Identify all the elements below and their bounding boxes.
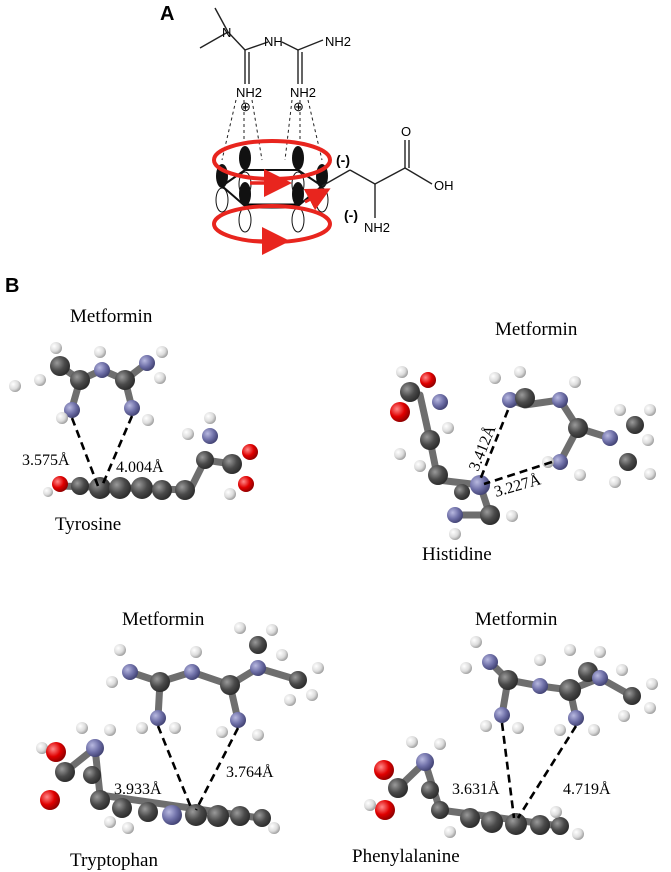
dimethyl-n-label: N [222, 25, 231, 40]
tryptophan-distance-2: 3.764Å [226, 763, 274, 781]
nh2-ring-right-label: NH2 [290, 85, 316, 100]
tryptophan-label: Tryptophan [70, 850, 158, 871]
histidine-distance-2: 3.227Å [492, 470, 543, 501]
plus-charge-right: ⊕ [293, 99, 304, 114]
tryptophan-distance-1: 3.933Å [114, 780, 162, 798]
carbonyl-o-label: O [401, 124, 411, 139]
histidine-model: Metformin 3.412Å 3.227Å Histidine [390, 319, 656, 565]
tryptophan-model: Metformin 3.933Å 3.764Å [36, 609, 324, 871]
minus-charge-2: (-) [344, 207, 358, 223]
tyrosine-label: Tyrosine [55, 514, 121, 535]
phenylalanine-label: Phenylalanine [352, 846, 460, 867]
tyrosine-metformin-label: Metformin [70, 306, 153, 327]
histidine-metformin-label: Metformin [495, 319, 578, 340]
tryptophan-metformin-label: Metformin [122, 609, 205, 630]
plus-charge-left: ⊕ [240, 99, 251, 114]
amino-nh2-label: NH2 [364, 220, 390, 235]
panel-a-letter: A [160, 3, 174, 25]
histidine-label: Histidine [422, 544, 492, 565]
chemical-structure: N NH NH2 NH2 NH2 ⊕ ⊕ [199, 7, 454, 255]
tyrosine-distance-1: 3.575Å [22, 451, 70, 469]
histidine-distance-1: 3.412Å [465, 422, 500, 473]
phenylalanine-distance-1: 3.631Å [452, 780, 500, 798]
tyrosine-distance-2: 4.004Å [116, 458, 164, 476]
nh2-ring-left-label: NH2 [236, 85, 262, 100]
phenylalanine-metformin-label: Metformin [475, 609, 558, 630]
panel-b-letter: B [5, 275, 19, 297]
nh2-right-label: NH2 [325, 34, 351, 49]
nh-label: NH [264, 34, 283, 49]
oh-label: OH [434, 178, 454, 193]
aromatic-ring [212, 139, 332, 255]
minus-charge-1: (-) [336, 152, 350, 168]
phenylalanine-distance-2: 4.719Å [563, 780, 611, 798]
tyrosine-model: Metformin 3.575Å 4.004Å Tyrosine [9, 306, 258, 535]
phenylalanine-model: Metformin 3.631Å 4.719Å Phen [352, 609, 658, 867]
